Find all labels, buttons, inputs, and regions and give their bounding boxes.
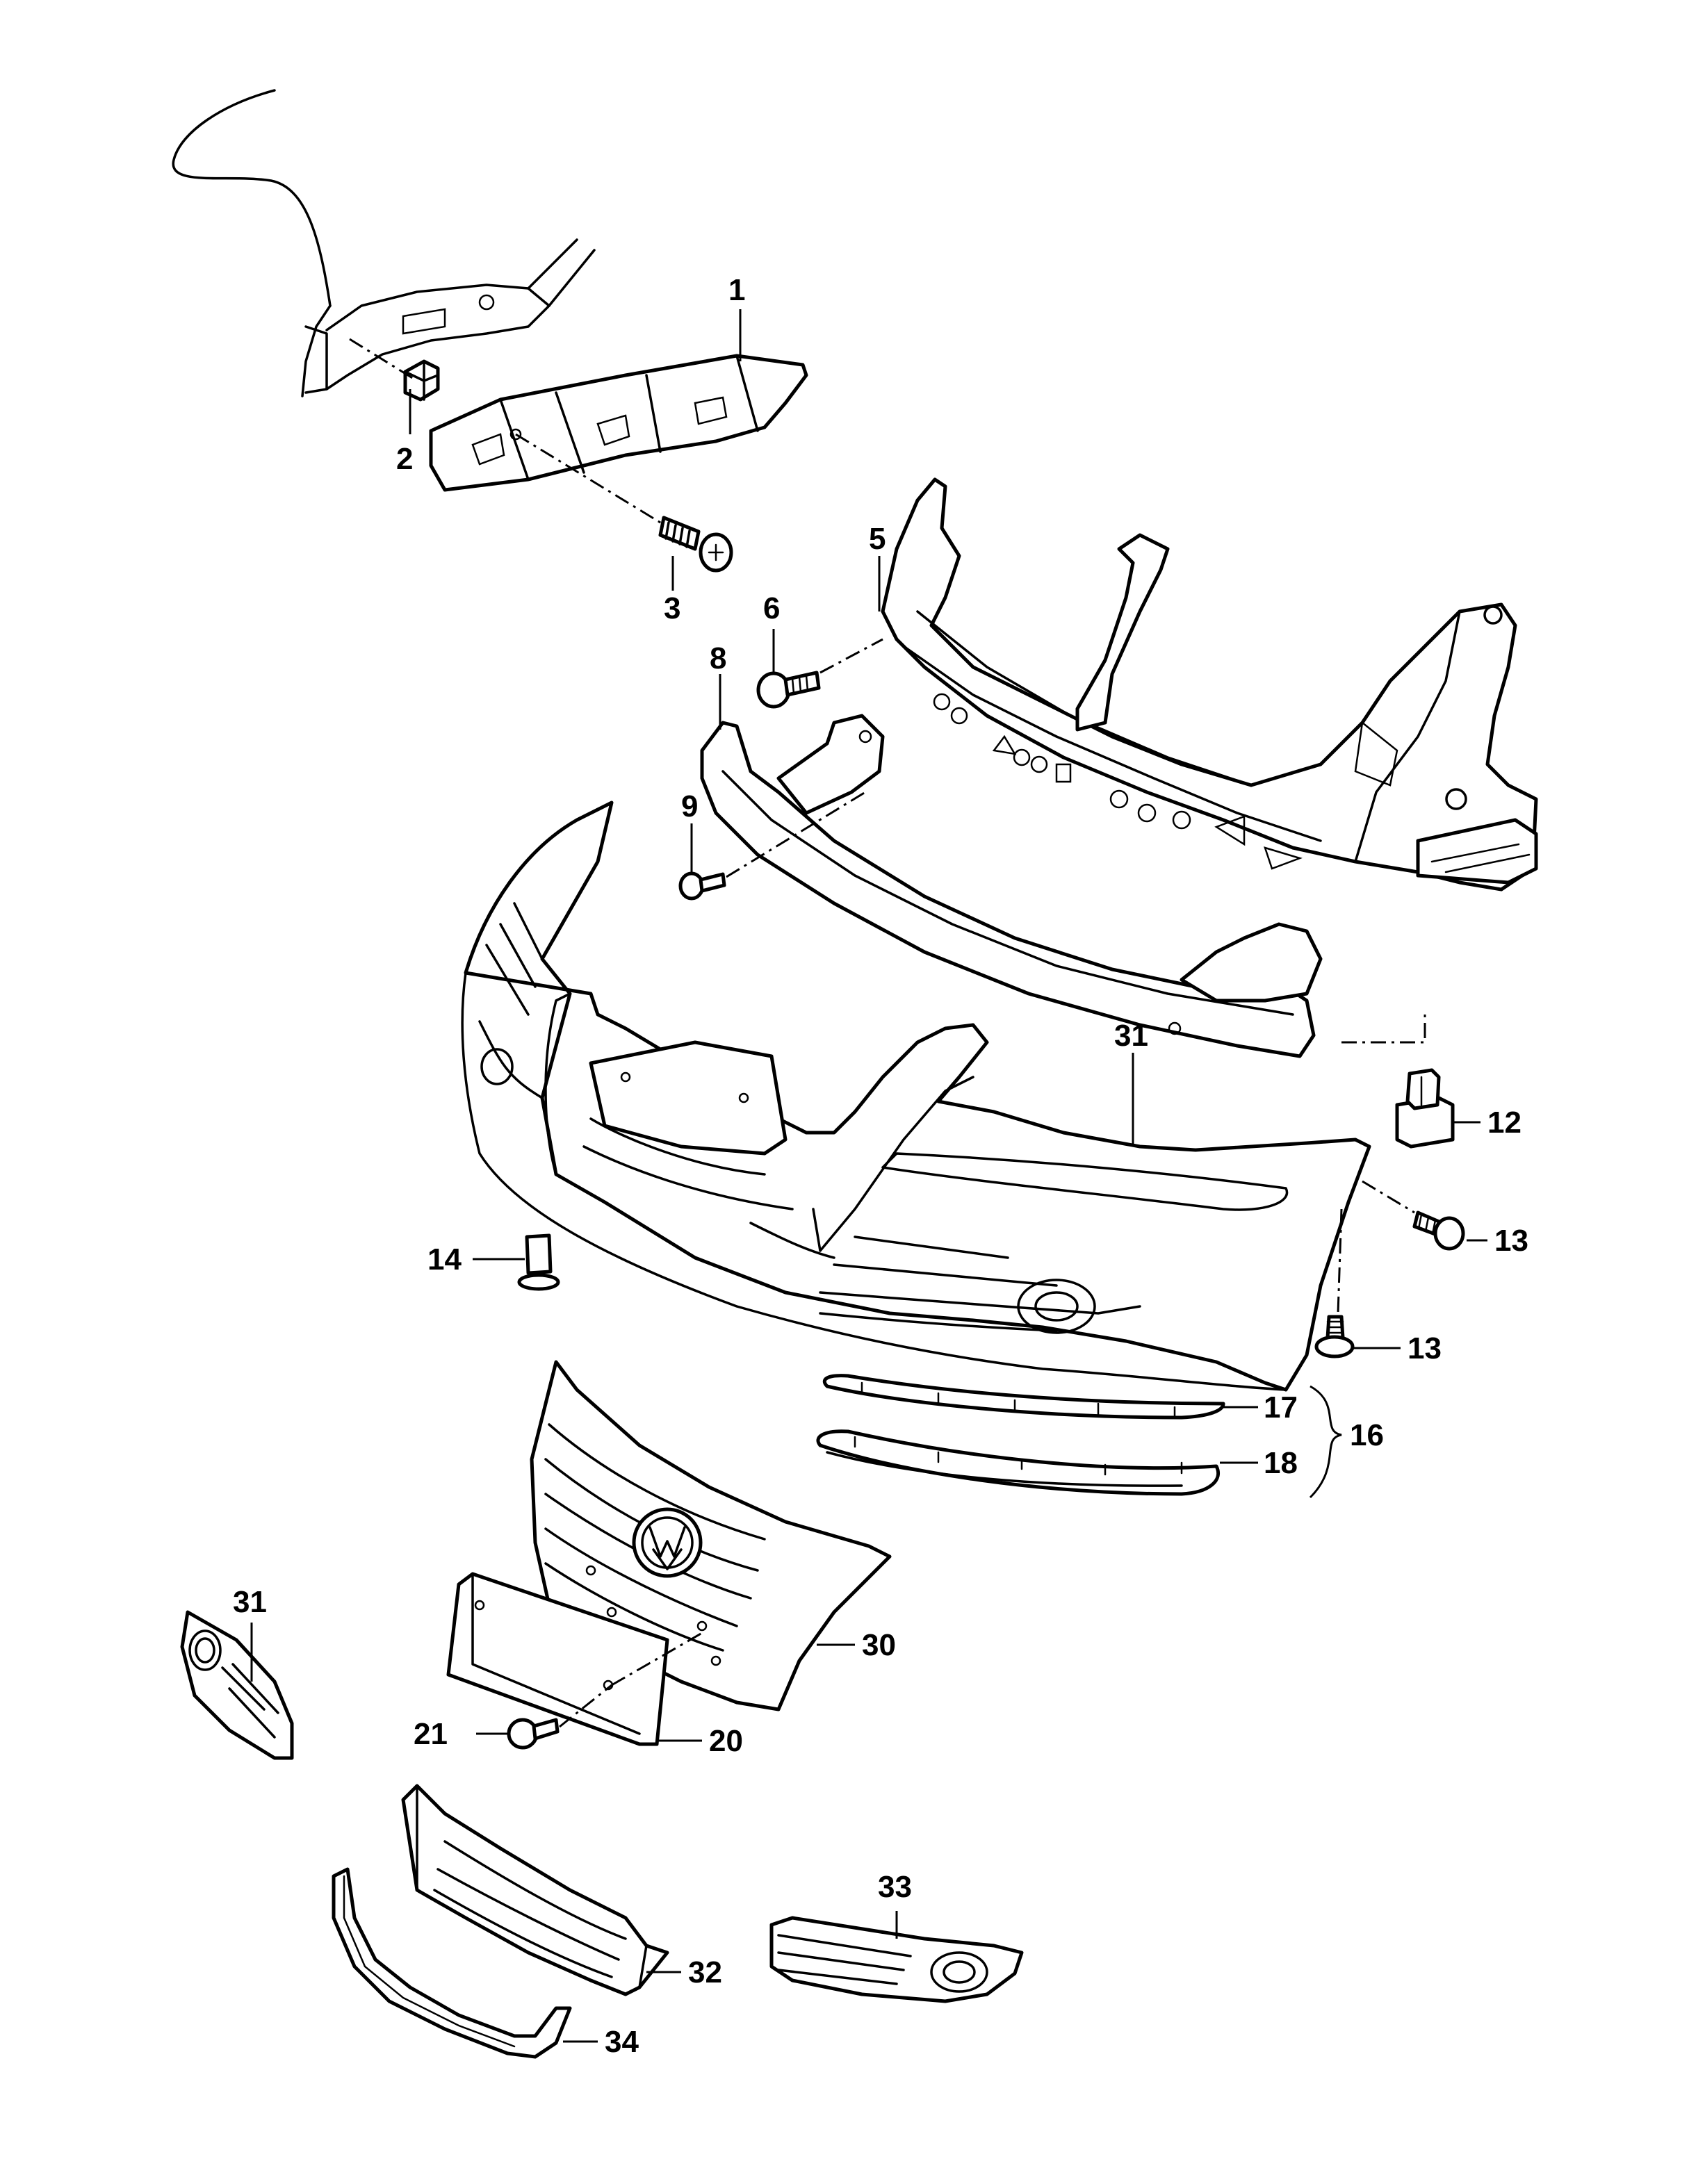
callout-32: 32 — [688, 1955, 722, 1989]
part-20-plate-carrier — [446, 1572, 669, 1746]
part-14-pin — [517, 1233, 560, 1291]
leader-lines — [250, 309, 1487, 2043]
part-17-trim-strip — [822, 1374, 1225, 1420]
callout-13-upper: 13 — [1494, 1224, 1528, 1258]
callout-17: 17 — [1264, 1390, 1298, 1424]
callout-31-bumper: 31 — [1114, 1019, 1148, 1053]
callout-8: 8 — [710, 641, 726, 675]
callout-21: 21 — [414, 1717, 448, 1751]
callout-16: 16 — [1350, 1418, 1384, 1452]
callout-labels: 1 2 3 5 6 8 9 12 31 13 13 14 17 16 18 31… — [233, 273, 1528, 2059]
part-6-bolt — [756, 671, 821, 709]
callout-2: 2 — [396, 442, 413, 476]
callout-1: 1 — [728, 273, 745, 307]
part-1-bracket — [429, 354, 808, 492]
callout-3: 3 — [664, 591, 680, 625]
part-21-screw — [507, 1718, 560, 1750]
part-13-bolt-lower — [1314, 1315, 1355, 1358]
callout-5: 5 — [869, 522, 886, 556]
part-3-screw — [658, 516, 733, 573]
callout-33: 33 — [878, 1870, 912, 1904]
part-8-impact-bar — [700, 714, 1323, 1058]
callout-18: 18 — [1264, 1446, 1298, 1480]
part-5-carrier — [881, 477, 1538, 892]
vehicle-body-outline — [172, 89, 596, 397]
part-31-bumper-cover — [461, 800, 1371, 1392]
callout-14: 14 — [427, 1242, 462, 1276]
assembly-lines — [349, 338, 1426, 1728]
part-33-side-trim — [769, 1916, 1024, 2003]
callout-9: 9 — [681, 789, 698, 823]
part-18-trim-strip — [816, 1429, 1220, 1496]
callout-30: 30 — [862, 1628, 896, 1662]
callout-12: 12 — [1487, 1106, 1522, 1140]
part-32-lower-grille — [401, 1784, 669, 1996]
part-34-trim-strip — [332, 1867, 572, 2059]
callout-13-lower: 13 — [1408, 1331, 1442, 1365]
callout-34: 34 — [605, 2025, 639, 2059]
callout-6: 6 — [763, 591, 780, 625]
part-31-fog-grille — [180, 1610, 294, 1760]
callout-20: 20 — [709, 1724, 743, 1758]
part-13-bolt-upper — [1412, 1210, 1465, 1251]
part-2-clip — [403, 359, 440, 402]
part-12-clip-nut — [1395, 1068, 1455, 1149]
part-9-screw — [678, 871, 726, 901]
callout-31-fog-grille: 31 — [233, 1585, 267, 1619]
